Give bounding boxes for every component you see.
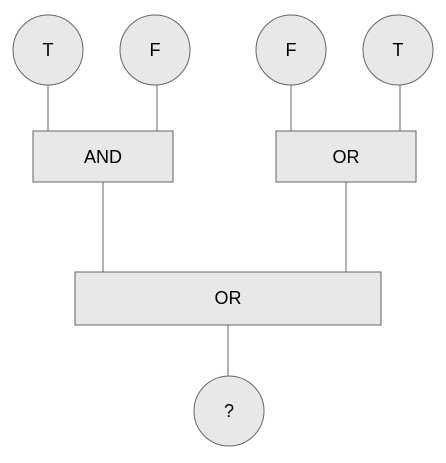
input-node-4: T xyxy=(362,14,434,86)
output-node: ? xyxy=(193,375,265,447)
input-node-4-circle xyxy=(362,14,434,86)
input-node-2-label: F xyxy=(150,40,161,60)
input-node-1-label: T xyxy=(43,40,54,60)
and-gate: AND xyxy=(32,130,174,183)
or-gate-final: OR xyxy=(74,271,382,326)
input-node-4-label: T xyxy=(393,40,404,60)
input-node-2: F xyxy=(119,14,191,86)
or-gate-final-box xyxy=(74,271,382,326)
output-node-label: ? xyxy=(224,401,234,421)
input-node-1-circle xyxy=(12,14,84,86)
input-node-1: T xyxy=(12,14,84,86)
input-node-2-circle xyxy=(119,14,191,86)
input-node-3-label: F xyxy=(286,40,297,60)
or-gate-right-box xyxy=(275,130,417,183)
or-gate-right-label: OR xyxy=(333,147,360,167)
input-node-3: F xyxy=(255,14,327,86)
or-gate-final-label: OR xyxy=(215,288,242,308)
output-node-circle xyxy=(193,375,265,447)
input-node-3-circle xyxy=(255,14,327,86)
or-gate-right: OR xyxy=(275,130,417,183)
and-gate-label: AND xyxy=(84,147,122,167)
and-gate-box xyxy=(32,130,174,183)
